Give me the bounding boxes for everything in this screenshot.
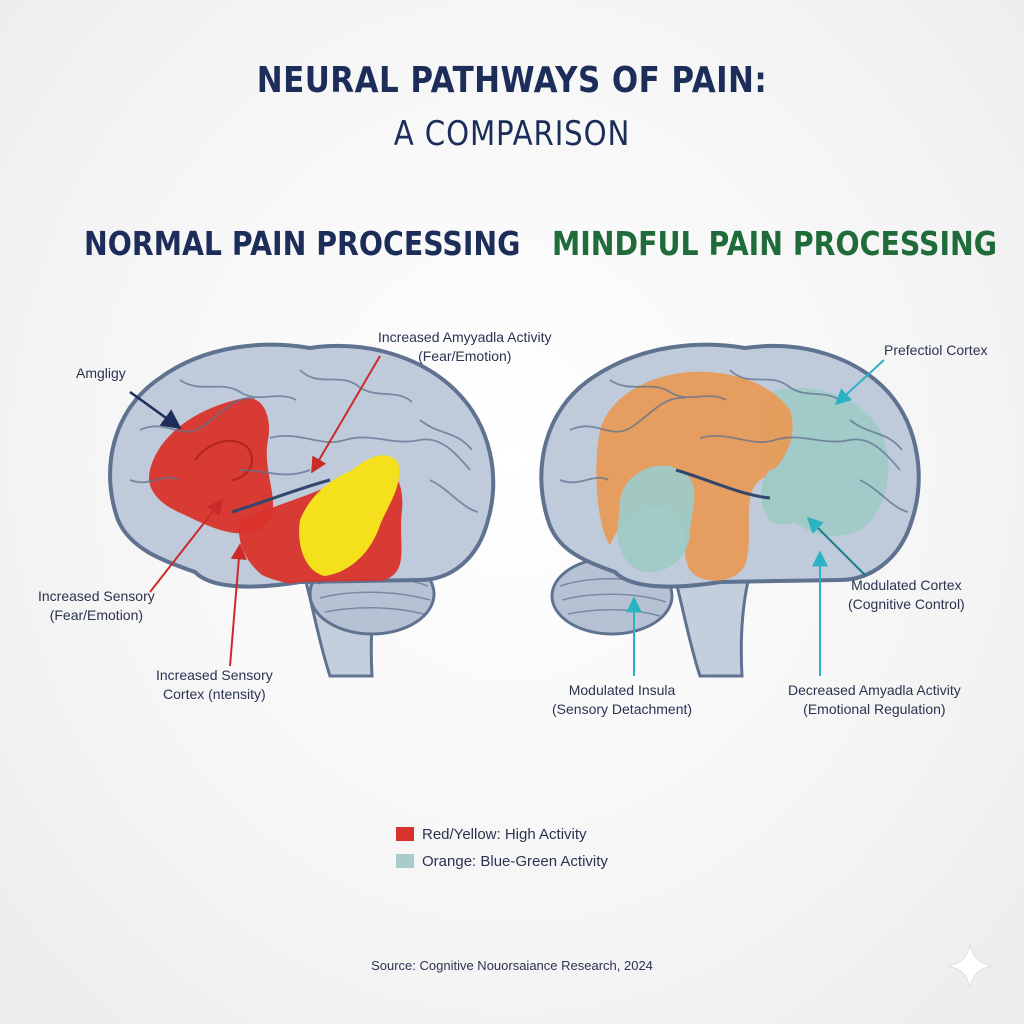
legend-swatch-teal xyxy=(396,854,414,868)
amygdala-region-teal xyxy=(761,467,809,525)
arrow-prefrontal xyxy=(834,359,885,406)
mindful-arrows xyxy=(626,359,885,676)
page-subtitle: A COMPARISON xyxy=(393,114,631,154)
mindful-panel-title: MINDFUL PAIN PROCESSING xyxy=(552,224,998,263)
mindful-brain xyxy=(539,342,921,678)
label-increased-sensory: Increased Sensory (Fear/Emotion) xyxy=(38,588,155,623)
label-prefrontal-cortex: Prefectiol Cortex xyxy=(884,342,988,358)
label-amygdala-activity: Increased Amyyadla Activity (Fear/Emotio… xyxy=(378,329,552,364)
insula-region-teal xyxy=(617,465,695,573)
legend-swatch-red xyxy=(396,827,414,841)
normal-panel-title: NORMAL PAIN PROCESSING xyxy=(84,224,521,263)
label-amygdala: Amgligy xyxy=(76,365,126,381)
brainstem xyxy=(667,558,754,678)
legend-item-blue-green-activity: Orange: Blue-Green Activity xyxy=(396,851,608,871)
label-modulated-insula: Modulated Insula (Sensory Detachment) xyxy=(552,682,693,717)
normal-arrows xyxy=(129,355,381,667)
legend-item-high-activity: Red/Yellow: High Activity xyxy=(396,824,587,844)
page-title: NEURAL PATHWAYS OF PAIN: xyxy=(256,60,768,101)
arrow-modulated-cortex xyxy=(806,516,867,577)
label-decreased-amygdala: Decreased Amyadla Activity (Emotional Re… xyxy=(788,682,961,717)
sparkle-icon xyxy=(947,943,993,989)
arrow-sensory xyxy=(149,498,223,593)
sensory-region-yellow xyxy=(299,455,400,576)
normal-brain xyxy=(108,342,496,678)
arrow-amygdala-activity xyxy=(311,355,381,474)
arrow-sensory-cortex xyxy=(229,543,247,667)
label-sensory-cortex: Increased Sensory Cortex (ntensity) xyxy=(156,667,273,702)
source-citation: Source: Cognitive Nouorsaiance Research,… xyxy=(371,958,653,973)
arrow-amygdala xyxy=(129,390,182,430)
label-modulated-cortex: Modulated Cortex (Cognitive Control) xyxy=(848,577,965,612)
